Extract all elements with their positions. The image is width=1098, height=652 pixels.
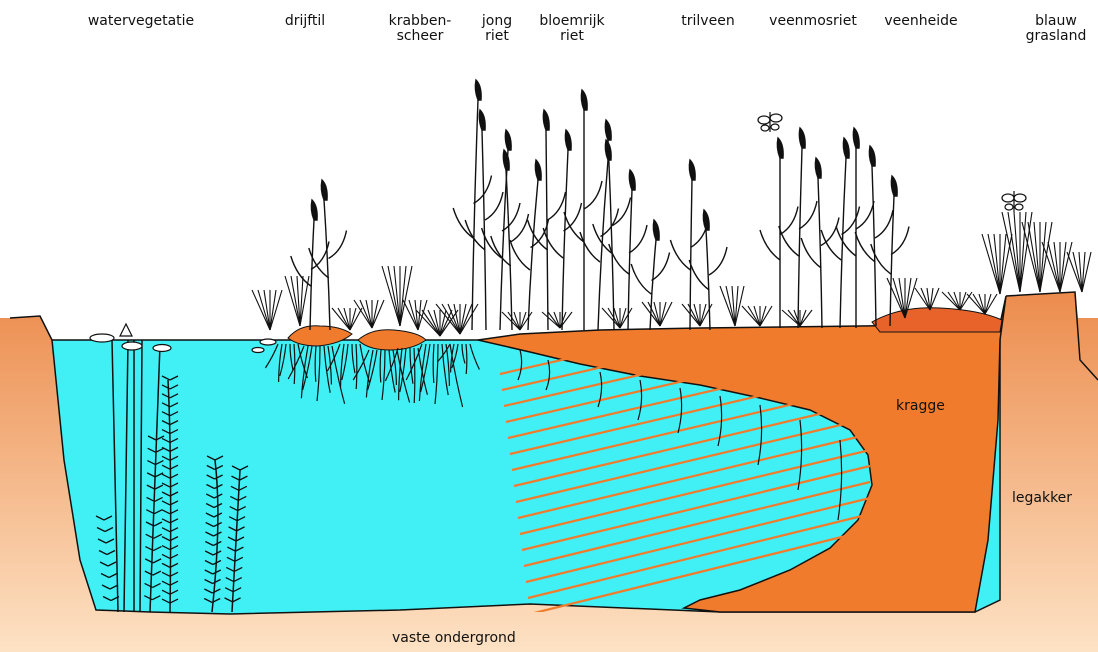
zone-label-trilveen: trilveen bbox=[668, 14, 748, 29]
zone-label-krabbenscheer: krabben-scheer bbox=[380, 14, 460, 44]
legakker-label: legakker bbox=[1012, 490, 1072, 506]
butterfly-icon bbox=[1002, 191, 1026, 212]
kragge-label: kragge bbox=[896, 398, 945, 414]
zone-label-watervegetatie: watervegetatie bbox=[86, 14, 196, 29]
ground-label: vaste ondergrond bbox=[392, 630, 516, 646]
zone-label-veenmosriet: veenmosriet bbox=[758, 14, 868, 29]
zone-label-drijftil: drijftil bbox=[270, 14, 340, 29]
butterfly-icon bbox=[758, 112, 782, 132]
reed-vegetation bbox=[291, 80, 909, 330]
zone-label-veenheide: veenheide bbox=[876, 14, 966, 29]
